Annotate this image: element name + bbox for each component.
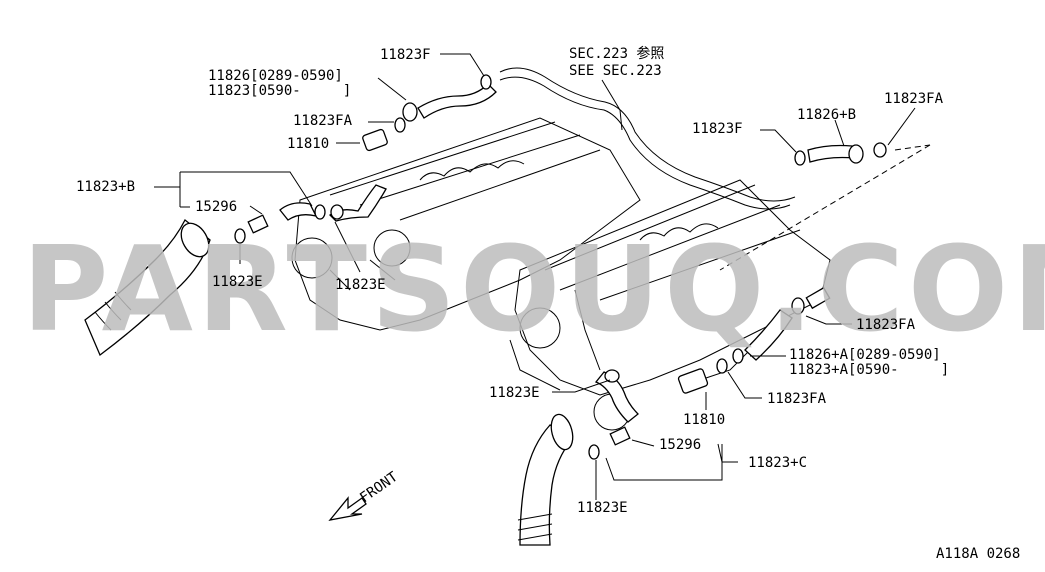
leader-lines xyxy=(154,53,916,500)
clamp-11823B-end xyxy=(314,204,326,220)
clamp-11823FA-right xyxy=(791,297,805,315)
label-11823E-mid[interactable]: 11823E xyxy=(335,277,386,293)
valve-15296-left xyxy=(247,214,269,234)
label-11823-range[interactable]: 11823[0590- ] xyxy=(208,83,351,99)
hose-11826 xyxy=(417,83,497,119)
label-15296-left[interactable]: 15296 xyxy=(195,199,237,215)
hose-elbow-left xyxy=(329,184,387,222)
fitting-11810-left xyxy=(362,128,388,152)
label-11823F-top[interactable]: 11823F xyxy=(380,47,431,63)
label-11823A-range[interactable]: 11823+A[0590- ] xyxy=(789,362,949,378)
clamp-11823FA-topright xyxy=(873,142,887,158)
hose-end-11826 xyxy=(402,102,418,122)
label-11823FA-left[interactable]: 11823FA xyxy=(293,113,353,129)
clamp-11823F-right xyxy=(794,150,806,166)
label-11823FA-right[interactable]: 11823FA xyxy=(856,317,916,333)
label-11823E-lower[interactable]: 11823E xyxy=(489,385,540,401)
port-ring-right xyxy=(519,307,561,349)
fitting-11810-right xyxy=(677,368,709,394)
diagram-code: A118A 0268 xyxy=(936,546,1020,562)
label-11823FA-lower[interactable]: 11823FA xyxy=(767,391,827,407)
valve-15296-right xyxy=(609,426,631,446)
clamp-11823E-left xyxy=(234,228,246,244)
air-duct-left xyxy=(84,218,211,357)
watermark: PARTSOUQ.COM xyxy=(22,220,1045,358)
label-11810-right[interactable]: 11810 xyxy=(683,412,725,428)
hose-elbow-lower xyxy=(594,371,639,423)
label-11823E-bottom[interactable]: 11823E xyxy=(577,500,628,516)
label-11823B[interactable]: 11823+B xyxy=(76,179,135,195)
port-ring-mid xyxy=(373,229,411,267)
label-15296-right[interactable]: 15296 xyxy=(659,437,701,453)
clamp-11823E-mid xyxy=(330,204,344,220)
duct-flange-right xyxy=(550,413,574,451)
front-label: FRONT xyxy=(357,469,401,507)
pipe-stub-right xyxy=(805,286,831,310)
engine-outline xyxy=(291,67,931,431)
hose-11826A xyxy=(744,309,793,361)
part-labels: 11823F SEC.223 参照 SEE SEC.223 11826[0289… xyxy=(76,45,1020,562)
clamp-11823E-lower xyxy=(604,369,620,383)
duct-flange-left xyxy=(180,222,210,258)
clamp-11823FA-left xyxy=(394,117,406,133)
hose-11826B xyxy=(807,144,855,163)
label-11823FA-topright[interactable]: 11823FA xyxy=(884,91,944,107)
hose-end-11826B xyxy=(848,144,864,164)
label-11810-left[interactable]: 11810 xyxy=(287,136,329,152)
label-sec223-ref[interactable]: SEC.223 参照 xyxy=(569,45,664,62)
clamp-11823F-top xyxy=(480,74,492,90)
hose-assembly-right xyxy=(517,142,887,546)
hose-assembly-left xyxy=(84,74,497,357)
clamp-11823A-end xyxy=(732,348,744,364)
label-11823C[interactable]: 11823+C xyxy=(748,455,807,471)
clamp-11823E-bottom xyxy=(588,444,600,460)
hose-11823B xyxy=(279,202,318,221)
front-arrow-icon xyxy=(328,496,367,521)
label-see-sec223[interactable]: SEE SEC.223 xyxy=(569,63,662,79)
port-ring-left xyxy=(291,237,333,279)
label-11826B[interactable]: 11826+B xyxy=(797,107,856,123)
label-11823F-right[interactable]: 11823F xyxy=(692,121,743,137)
clamp-11823FA-lower xyxy=(716,358,728,374)
label-11826A-range[interactable]: 11826+A[0289-0590] xyxy=(789,347,941,363)
label-11823E-left[interactable]: 11823E xyxy=(212,274,263,290)
label-11826-range[interactable]: 11826[0289-0590] xyxy=(208,68,343,84)
